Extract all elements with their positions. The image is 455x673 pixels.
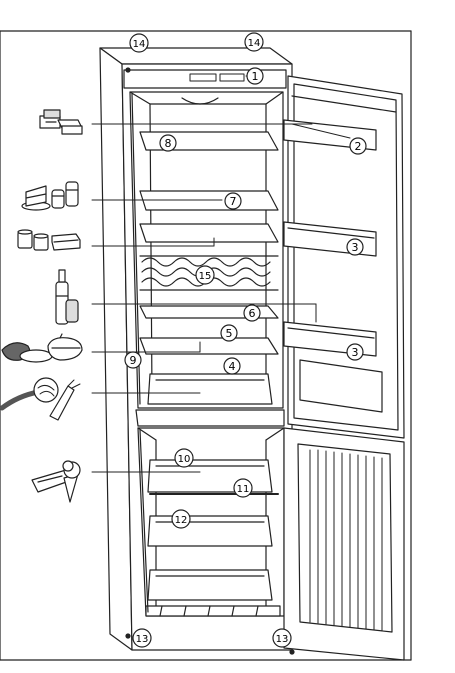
frozen-food-icon [31, 460, 81, 503]
callout-12: 12 [171, 509, 191, 529]
leader-lines [91, 75, 351, 473]
callout-label: 3 [352, 241, 359, 254]
callout-2: 2 [349, 137, 367, 155]
callout-label: 3 [352, 346, 359, 359]
callout-13b: 13 [272, 628, 292, 648]
callout-1: 1 [246, 67, 264, 85]
callout-label: 15 [199, 271, 212, 282]
callout-label: 4 [229, 360, 236, 373]
meat-cooked-dish-icon [1, 333, 83, 363]
hinge-screws [125, 67, 295, 655]
vegetables-icon [0, 377, 81, 421]
callout-5: 5 [220, 324, 238, 342]
callout-3b: 3 [346, 343, 364, 361]
callout-4: 4 [223, 357, 241, 375]
callout-3a: 3 [346, 238, 364, 256]
callout-label: 6 [249, 307, 256, 320]
callout-label: 13 [136, 634, 149, 645]
cakes-canned-food-icon [21, 181, 79, 211]
callout-label: 14 [248, 38, 261, 49]
callout-label: 8 [165, 137, 172, 150]
callout-label: 9 [130, 354, 137, 367]
callout-label: 1 [252, 70, 259, 83]
callout-11: 11 [233, 478, 253, 498]
dairy-cups-icon [17, 229, 81, 251]
callout-label: 5 [226, 327, 233, 340]
bottles-icon [55, 269, 79, 325]
callout-15: 15 [195, 265, 215, 285]
callout-label: 7 [230, 195, 237, 208]
callout-label: 14 [133, 39, 146, 50]
callout-13a: 13 [132, 628, 152, 648]
callout-14b: 14 [244, 32, 264, 52]
callout-14a: 14 [129, 33, 149, 53]
callout-7: 7 [224, 192, 242, 210]
callout-label: 10 [178, 454, 191, 465]
callout-8: 8 [159, 134, 177, 152]
page-frame [0, 30, 412, 661]
butter-cheese-icon [39, 109, 83, 135]
callouts-layer: 1 2 3 3 4 5 6 7 8 9 10 11 12 13 13 14 14… [124, 32, 367, 648]
callout-6: 6 [243, 304, 261, 322]
callout-9: 9 [124, 351, 142, 369]
callout-label: 11 [237, 484, 250, 495]
callout-label: 12 [175, 515, 188, 526]
fridge-door [283, 75, 405, 661]
callout-label: 2 [355, 140, 362, 153]
callout-label: 13 [276, 634, 289, 645]
freezer-door-ribs [309, 449, 383, 632]
freezer-drawers [147, 459, 279, 601]
callout-10: 10 [174, 448, 194, 468]
